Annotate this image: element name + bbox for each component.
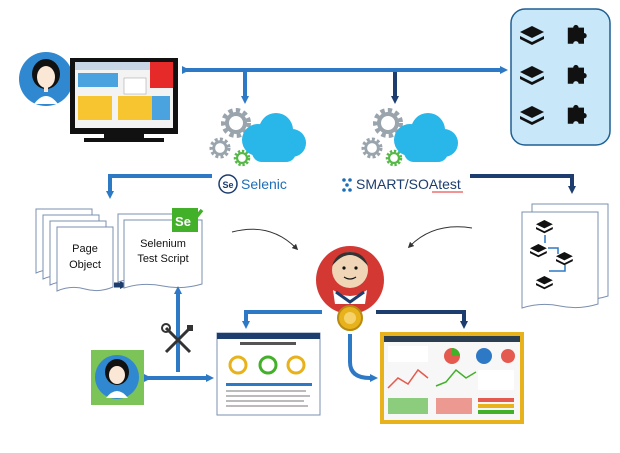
gear-icon [224,111,248,135]
cloud-icon [394,113,458,162]
services-panel [510,8,611,146]
puzzle-icon [567,24,587,44]
smart-soatest-tool: SMART/SOAtest [342,111,463,193]
smart-logo-dots [342,178,352,192]
gear-icon [364,140,381,157]
arrow-jenkins-to-dashboard-curve [348,334,378,382]
selenium-logo-letter: Se [175,214,191,229]
arrow-jenkins-to-dashboard-top [376,310,468,329]
workflow-document [521,203,609,309]
curved-arrow-left-to-jenkins [231,228,299,251]
cloud-icon [242,113,306,162]
selenium-test-script-document: Selenium Test Script Se [117,208,204,289]
selenic-label: Selenic [241,176,287,192]
desktop-monitor-icon [70,58,178,142]
selenic-logo-circle [218,174,238,194]
selenium-script-line2: Test Script [137,253,188,265]
page-object-document: Page Object [35,208,114,292]
checkmark-icon [186,208,204,224]
user-avatar-icon [19,52,73,106]
gear-icon [212,140,229,157]
puzzle-icon [567,104,587,124]
tools-icon [161,323,193,354]
selenic-logo-letter: Se [222,180,233,190]
user-avatar-icon [91,350,144,405]
page-object-line1: Page [72,243,98,255]
selenium-script-line1: Selenium [140,238,186,250]
puzzle-icon [567,64,587,84]
arrow-smart-to-workflow [470,174,576,194]
arrow-jenkins-to-report-left [242,310,322,329]
smart-soatest-label: SMART/SOAtest [356,176,461,192]
page-object-line2: Object [69,259,101,271]
gear-icon [385,149,403,167]
analytics-dashboard-thumbnail [380,332,524,424]
test-report-thumbnail [216,332,321,416]
gear-icon [376,111,400,135]
selenic-tool: Se Selenic [212,111,306,194]
arrow-selenic-to-docs [106,174,212,199]
gear-icon [233,149,251,167]
jenkins-butler-icon [316,246,384,331]
curved-arrow-right-to-jenkins [407,226,473,249]
